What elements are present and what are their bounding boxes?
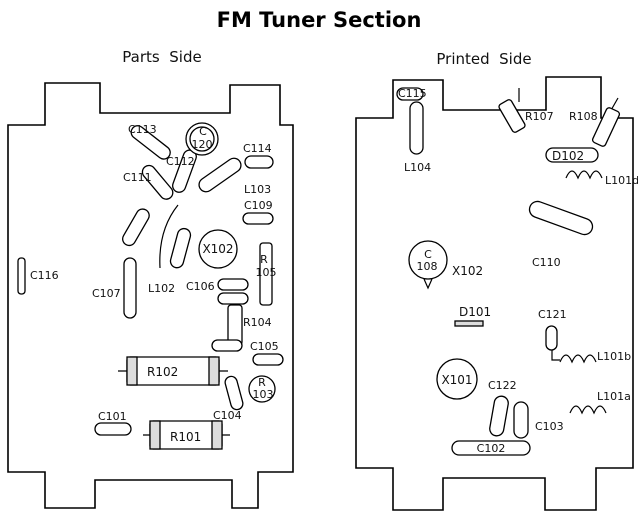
c110-capacitor [528,200,594,236]
l102-coil-arc [159,204,179,269]
c103-capacitor [513,401,529,439]
c105-capacitor [211,339,243,352]
r101-band-left [149,420,161,450]
x101-crystal [436,358,478,400]
label-l102: L102 [148,282,175,295]
label-r105: 105 [256,266,277,279]
c111-capacitor [141,164,174,200]
c121-lead [551,350,560,361]
diagram-title: FM Tuner Section [217,8,422,32]
label-c101: C101 [98,410,127,423]
r102-band-right [208,356,220,386]
c114-capacitor [244,155,274,169]
label-c108: 108 [417,260,438,273]
c106-capacitor [217,278,249,291]
c113-capacitor [130,125,171,160]
label-c114: C114 [243,142,272,155]
label-x102: X102 [202,242,233,256]
r107-resistor [498,99,526,133]
c104-capacitor [224,375,244,411]
right-panel-heading: Printed Side [436,50,531,68]
label-d101: D101 [459,305,491,319]
label-c104: C104 [213,409,242,422]
label-r103: 103 [253,388,274,401]
c106-capacitor-b [217,292,249,305]
label-c115: C115 [398,87,427,100]
label-c112: C112 [166,155,195,168]
left-board-outline [7,82,294,509]
c107-capacitor [123,257,137,319]
d101-diode [454,320,484,327]
label-c120-top: C [199,125,207,138]
label-x101: X101 [441,373,472,387]
r103-resistor [248,375,276,403]
label-c105: C105 [250,340,279,353]
label-c113: C113 [128,123,157,136]
label-r102: R102 [147,365,178,379]
c120-trimmer-inner [189,126,215,152]
left-panel-heading: Parts Side [122,48,201,66]
label-r101: R101 [170,430,201,444]
l103-coil [198,157,242,193]
c121-capacitor [545,325,558,351]
r108-resistor [591,107,621,147]
label-x102-printed: X102 [452,264,483,278]
c122-capacitor [489,395,509,437]
d102-diode [545,147,599,163]
right-board-outline [355,76,634,511]
c116-capacitor [17,257,26,295]
c101-capacitor [94,422,132,436]
label-c109: C109 [244,199,273,212]
l101a-coil [569,405,607,415]
l104-coil [409,101,424,155]
label-l103: L103 [244,183,271,196]
label-c110: C110 [532,256,561,269]
label-l101b: L101b [597,350,631,363]
label-c103: C103 [535,420,564,433]
c108-trimmer [408,240,448,280]
c105-capacitor-b [252,353,284,366]
label-l104: L104 [404,161,431,174]
x102-crystal [198,229,238,269]
c108-trimmer-tab [423,278,433,290]
r101-band-right [211,420,223,450]
label-l101a: L101a [597,390,631,403]
r105-resistor [259,242,273,306]
label-r105-top: R [260,253,268,266]
label-r104: R104 [243,316,272,329]
label-c120: 120 [192,138,213,151]
c102-capacitor [451,440,531,456]
label-r107: R107 [525,110,554,123]
l102-coil-b [169,227,192,269]
label-c106: C106 [186,280,215,293]
l102-coil [122,208,150,247]
label-c111: C111 [123,171,152,184]
label-r108: R108 [569,110,598,123]
l101b-coil [559,354,597,364]
l101d-coil [565,170,603,180]
label-r103-top: R [258,376,266,389]
label-c102: C102 [477,442,506,455]
label-c121: C121 [538,308,567,321]
label-c122: C122 [488,379,517,392]
c109-capacitor [242,212,274,225]
label-c107: C107 [92,287,121,300]
r102-band-left [126,356,138,386]
label-c116: C116 [30,269,59,282]
label-c108-top: C [424,248,432,261]
label-l101d: L101d [605,174,638,187]
c115-capacitor [396,87,424,101]
r104-resistor [227,304,243,346]
label-d102: D102 [552,149,584,163]
